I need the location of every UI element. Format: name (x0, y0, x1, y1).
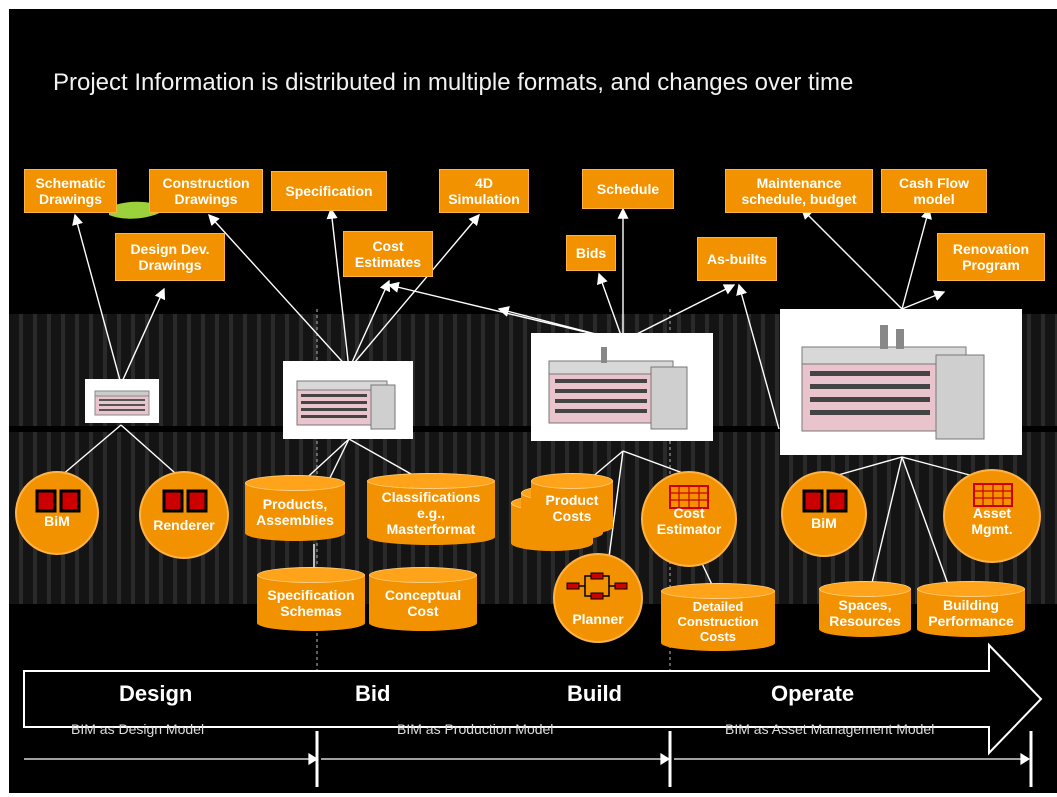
maintenance-box: Maintenance schedule, budget (725, 169, 873, 213)
building-performance-db: Building Performance (917, 581, 1025, 637)
model-design: BIM as Design Model (71, 721, 205, 737)
cash-flow-box: Cash Flow model (881, 169, 987, 213)
detailed-construction-costs-db: Detailed Construction Costs (661, 583, 775, 651)
products-assemblies-db: Products, Assemblies (245, 475, 345, 541)
building-image-build (531, 333, 713, 441)
schematic-drawings-box: Schematic Drawings (24, 169, 117, 213)
cube-icon (35, 489, 81, 513)
bim-operate-tool-circle: BiM (781, 471, 867, 557)
spaces-resources-label: Spaces, Resources (829, 597, 901, 629)
slide-title: Project Information is distributed in mu… (53, 69, 854, 96)
construction-drawings-box: Construction Drawings (149, 169, 263, 213)
4d-simulation-box: 4D Simulation (439, 169, 529, 213)
model-production: BIM as Production Model (397, 721, 554, 737)
renovation-program-box: Renovation Program (937, 233, 1045, 281)
design-dev-drawings-box: Design Dev. Drawings (115, 233, 225, 281)
bids-box: Bids (566, 235, 616, 271)
specification-schemas-db: Specification Schemas (257, 567, 365, 631)
conceptual-cost-label: Conceptual Cost (384, 587, 462, 619)
phase-operate: Operate (771, 681, 855, 706)
connector-lines (23, 201, 1043, 787)
building-image-bid (283, 361, 413, 439)
bim-label: BiM (44, 513, 70, 529)
products-assemblies-label: Products, Assemblies (256, 496, 334, 528)
renderer-label: Renderer (153, 517, 215, 533)
asset-mgmt-label: Asset Mgmt. (971, 505, 1013, 537)
bim-tool-circle: BiM (15, 471, 99, 555)
specification-schemas-label: Specification Schemas (267, 587, 355, 619)
detailed-construction-costs-label: Detailed Construction Costs (677, 598, 759, 644)
model-asset-management: BIM as Asset Management Model (725, 721, 935, 737)
building-icon (94, 390, 150, 416)
building-icon (548, 347, 688, 430)
planner-label: Planner (572, 611, 624, 627)
classifications-db: Classifications e.g., Masterformat (367, 473, 495, 545)
as-builts-box: As-builts (697, 237, 777, 281)
cost-estimates-box: Cost Estimates (343, 231, 433, 277)
specification-box: Specification (271, 171, 387, 211)
cube-icon (802, 489, 848, 513)
network-icon (566, 572, 628, 600)
cost-estimator-label: Cost Estimator (656, 505, 722, 537)
building-performance-label: Building Performance (928, 597, 1014, 629)
spaces-resources-db: Spaces, Resources (819, 581, 911, 637)
building-image-operate (780, 309, 1022, 455)
planner-tool-circle: Planner (553, 553, 643, 643)
product-costs-db: Product Costs (531, 473, 613, 535)
product-costs-label: Product Costs (545, 492, 599, 524)
cube-icon (162, 489, 208, 513)
cost-estimator-tool-circle: Cost Estimator (641, 471, 737, 567)
building-icon (296, 380, 396, 430)
phase-bid: Bid (355, 681, 391, 706)
slide: Project Information is distributed in mu… (9, 9, 1057, 793)
bim-operate-label: BiM (811, 515, 837, 531)
schedule-box: Schedule (582, 169, 674, 209)
spreadsheet-icon (973, 483, 1013, 507)
classifications-label: Classifications e.g., Masterformat (381, 489, 481, 537)
phase-design: Design (119, 681, 193, 706)
building-image-design (85, 379, 159, 423)
asset-mgmt-tool-circle: Asset Mgmt. (943, 469, 1041, 563)
building-icon (801, 325, 985, 440)
spreadsheet-icon (669, 485, 709, 509)
phase-build: Build (567, 681, 622, 706)
conceptual-cost-db: Conceptual Cost (369, 567, 477, 631)
renderer-tool-circle: Renderer (139, 471, 229, 559)
